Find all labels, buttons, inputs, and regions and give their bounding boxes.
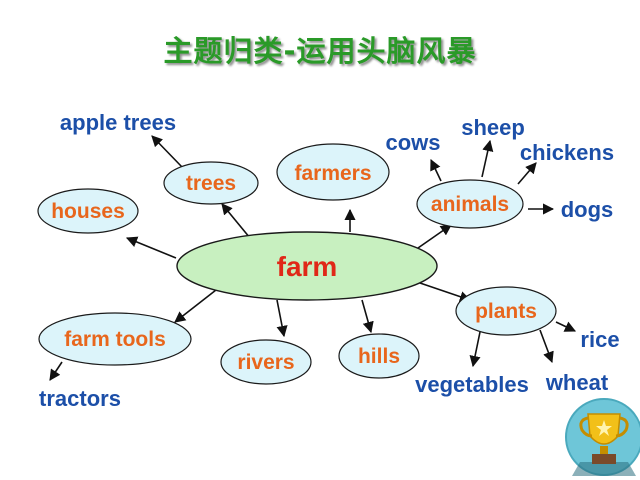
page-title: 主题归类-运用头脑风暴 bbox=[163, 34, 477, 68]
node-trees: trees bbox=[163, 161, 259, 205]
arrow-plants-rice bbox=[555, 321, 577, 332]
node-houses: houses bbox=[37, 188, 139, 234]
connector-lines bbox=[49, 135, 577, 381]
node-farm-tools: farm tools bbox=[38, 312, 192, 366]
arrow-farm-trees bbox=[221, 203, 251, 239]
svg-text:farm tools: farm tools bbox=[64, 328, 166, 351]
arrow-animals-sheep bbox=[481, 139, 494, 178]
arrow-farm-rivers bbox=[276, 299, 288, 338]
node-rivers: rivers bbox=[220, 339, 312, 385]
leaf-tractors: tractors bbox=[39, 386, 121, 411]
node-plants: plants bbox=[455, 286, 557, 336]
svg-text:farmers: farmers bbox=[294, 162, 371, 185]
leaf-dogs: dogs bbox=[561, 197, 614, 222]
trophy-icon bbox=[565, 398, 640, 476]
svg-text:trees: trees bbox=[186, 172, 236, 195]
arrow-farm-farm-tools bbox=[174, 289, 217, 323]
center-node: farm bbox=[176, 231, 438, 301]
arrow-animals-chickens bbox=[517, 162, 537, 185]
svg-text:houses: houses bbox=[51, 200, 125, 223]
node-animals: animals bbox=[416, 179, 524, 229]
arrow-farm-houses bbox=[125, 236, 177, 259]
svg-text:hills: hills bbox=[358, 345, 400, 368]
center-label: farm bbox=[277, 251, 338, 282]
arrow-animals-cows bbox=[430, 158, 442, 182]
leaf-vegetables: vegetables bbox=[415, 372, 529, 397]
arrow-plants-vegetables bbox=[469, 331, 481, 368]
leaf-wheat: wheat bbox=[545, 370, 609, 395]
leaf-cows: cows bbox=[385, 130, 440, 155]
svg-text:animals: animals bbox=[431, 193, 509, 216]
node-hills: hills bbox=[338, 333, 420, 379]
svg-text:plants: plants bbox=[475, 300, 537, 323]
leaf-chickens: chickens bbox=[520, 140, 614, 165]
arrow-plants-wheat bbox=[539, 329, 554, 364]
leaf-sheep: sheep bbox=[461, 115, 525, 140]
arrow-farm-tools-tractors bbox=[49, 361, 63, 381]
node-farmers: farmers bbox=[276, 143, 390, 201]
arrow-farm-animals bbox=[417, 224, 452, 249]
leaf-rice: rice bbox=[580, 327, 619, 352]
arrow-farm-plants bbox=[419, 282, 472, 303]
arrow-trees-apple-trees bbox=[151, 135, 183, 168]
arrow-farm-hills bbox=[361, 299, 374, 334]
svg-text:rivers: rivers bbox=[237, 351, 294, 374]
leaf-apple-trees: apple trees bbox=[60, 110, 176, 135]
